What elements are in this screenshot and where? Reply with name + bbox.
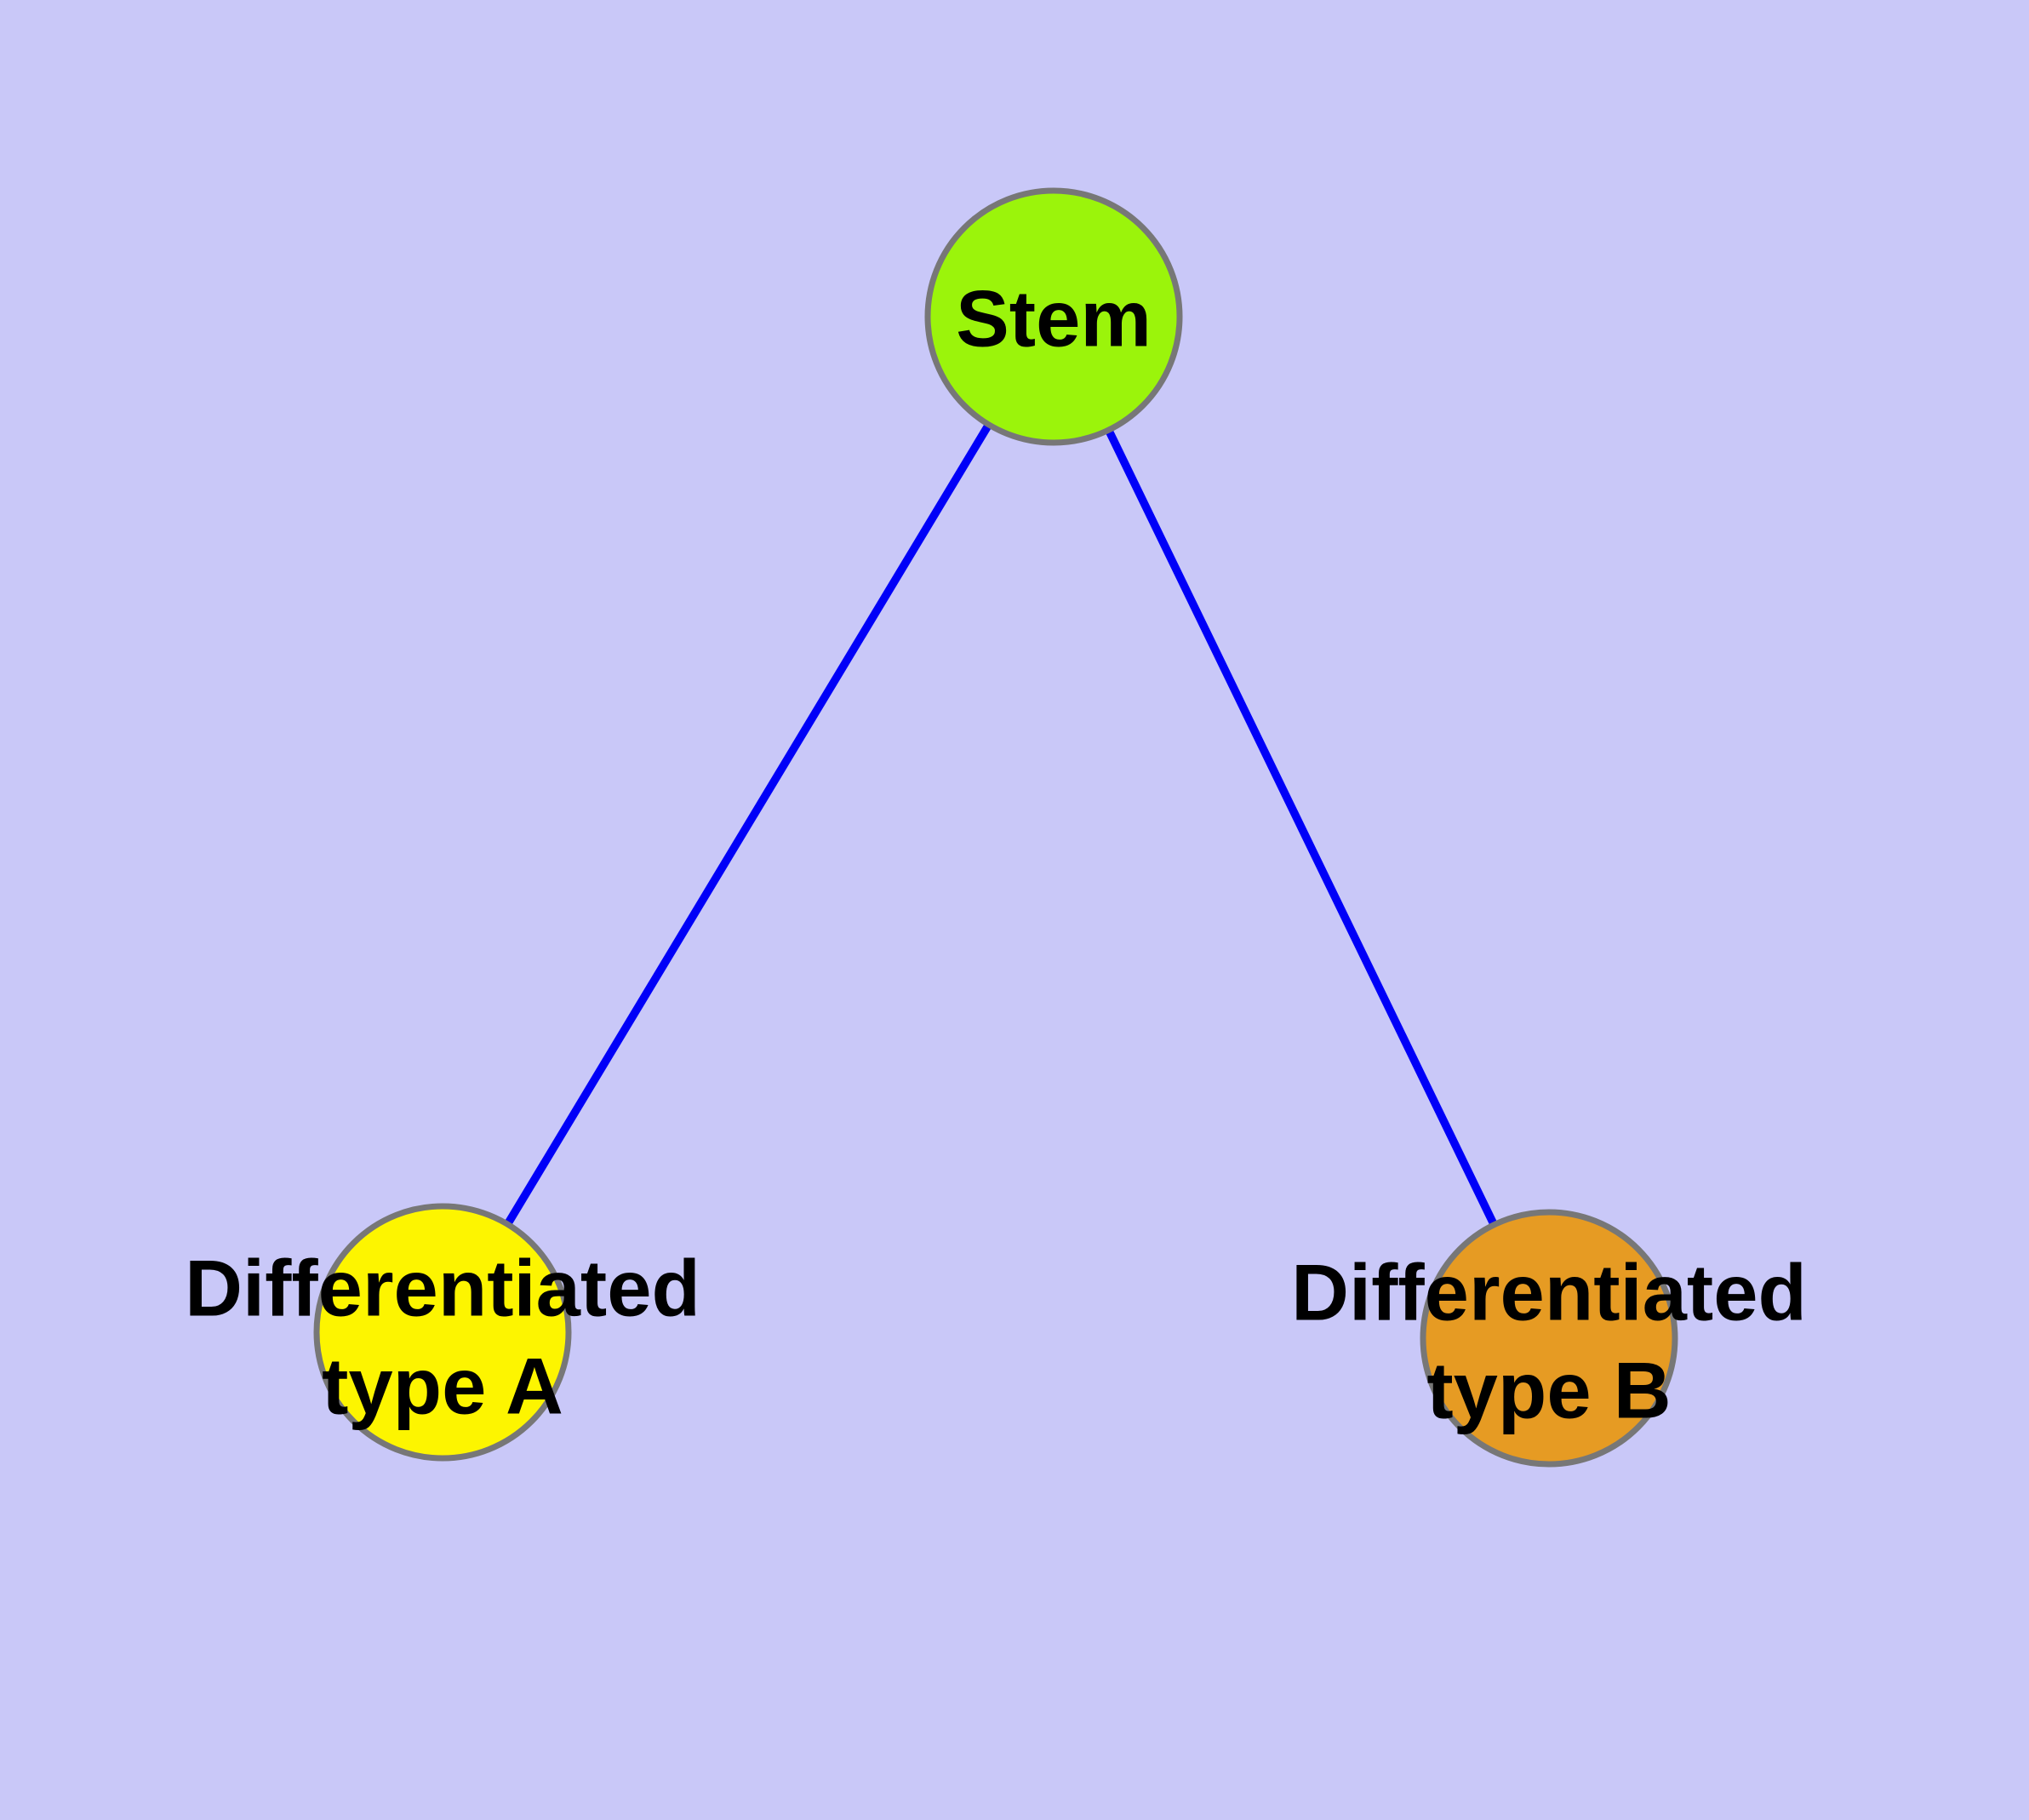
edge-stem-to-type-a — [438, 314, 1058, 1335]
node-stem-circle — [924, 187, 1183, 446]
node-type-b-circle — [1420, 1209, 1678, 1468]
edge-stem-to-type-b — [1049, 314, 1553, 1341]
node-type-a-circle — [313, 1203, 572, 1462]
